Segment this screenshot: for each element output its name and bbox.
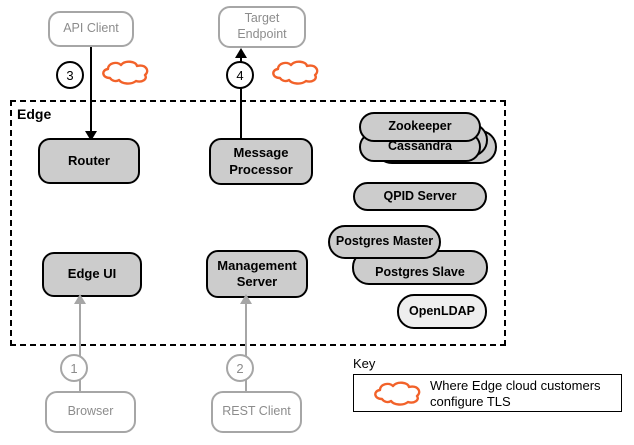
node-postgres-master-label: Postgres Master (335, 234, 434, 249)
service-group-zookeeper-cassandra: Cassandra Zookeeper (355, 112, 500, 172)
node-target-endpoint-label: Target Endpoint (237, 11, 287, 41)
node-rest-client[interactable]: REST Client (211, 391, 302, 433)
step-marker-3[interactable]: 3 (56, 61, 84, 89)
connector-browser-to-edge-ui (79, 302, 81, 392)
node-browser-label: Browser (67, 404, 114, 419)
cloud-icon-legend (370, 379, 426, 412)
node-openldap[interactable]: OpenLDAP (397, 294, 487, 329)
node-zookeeper-label: Zookeeper (388, 119, 452, 134)
node-rest-client-label: REST Client (222, 404, 291, 419)
cloud-icon-step-4 (268, 58, 324, 91)
node-browser[interactable]: Browser (45, 391, 136, 433)
node-cassandra-label: Cassandra (388, 139, 452, 154)
step-marker-3-number: 3 (66, 67, 74, 83)
node-postgres-slave-label: Postgres Slave (375, 264, 465, 279)
step-marker-2[interactable]: 2 (226, 354, 254, 382)
node-edge-ui[interactable]: Edge UI (42, 252, 142, 297)
connector-api-client-to-router (90, 47, 92, 143)
step-marker-4[interactable]: 4 (226, 61, 254, 89)
key-title: Key (353, 356, 376, 371)
step-marker-4-number: 4 (236, 67, 244, 83)
node-postgres-master[interactable]: Postgres Master (328, 225, 441, 259)
node-qpid-server-label: QPID Server (383, 188, 457, 203)
node-management-server[interactable]: Management Server (206, 250, 308, 298)
arrowhead-management-server (240, 294, 252, 304)
arrowhead-edge-ui (74, 294, 86, 304)
node-message-processor[interactable]: Message Processor (209, 138, 313, 185)
edge-boundary-label: Edge (17, 106, 52, 122)
node-management-server-label: Management Server (217, 257, 297, 289)
step-marker-1[interactable]: 1 (60, 354, 88, 382)
node-edge-ui-label: Edge UI (67, 266, 117, 282)
node-target-endpoint[interactable]: Target Endpoint (218, 6, 306, 48)
cloud-icon-step-3 (98, 58, 154, 91)
node-qpid-server[interactable]: QPID Server (353, 182, 487, 211)
key-box (353, 374, 622, 412)
arrowhead-router (85, 131, 97, 141)
node-api-client[interactable]: API Client (48, 11, 134, 47)
node-openldap-label: OpenLDAP (409, 303, 475, 318)
node-message-processor-label: Message Processor (229, 145, 293, 177)
step-marker-2-number: 2 (236, 360, 244, 376)
node-router[interactable]: Router (38, 138, 140, 184)
step-marker-1-number: 1 (70, 360, 78, 376)
key-entry-label: Where Edge cloud customers configure TLS (430, 378, 601, 409)
node-zookeeper[interactable]: Zookeeper (359, 112, 481, 142)
node-router-label: Router (68, 152, 110, 168)
arrowhead-target-endpoint (235, 48, 247, 58)
connector-rest-client-to-management-server (245, 302, 247, 392)
edge-boundary (10, 100, 506, 346)
node-api-client-label: API Client (63, 21, 119, 36)
